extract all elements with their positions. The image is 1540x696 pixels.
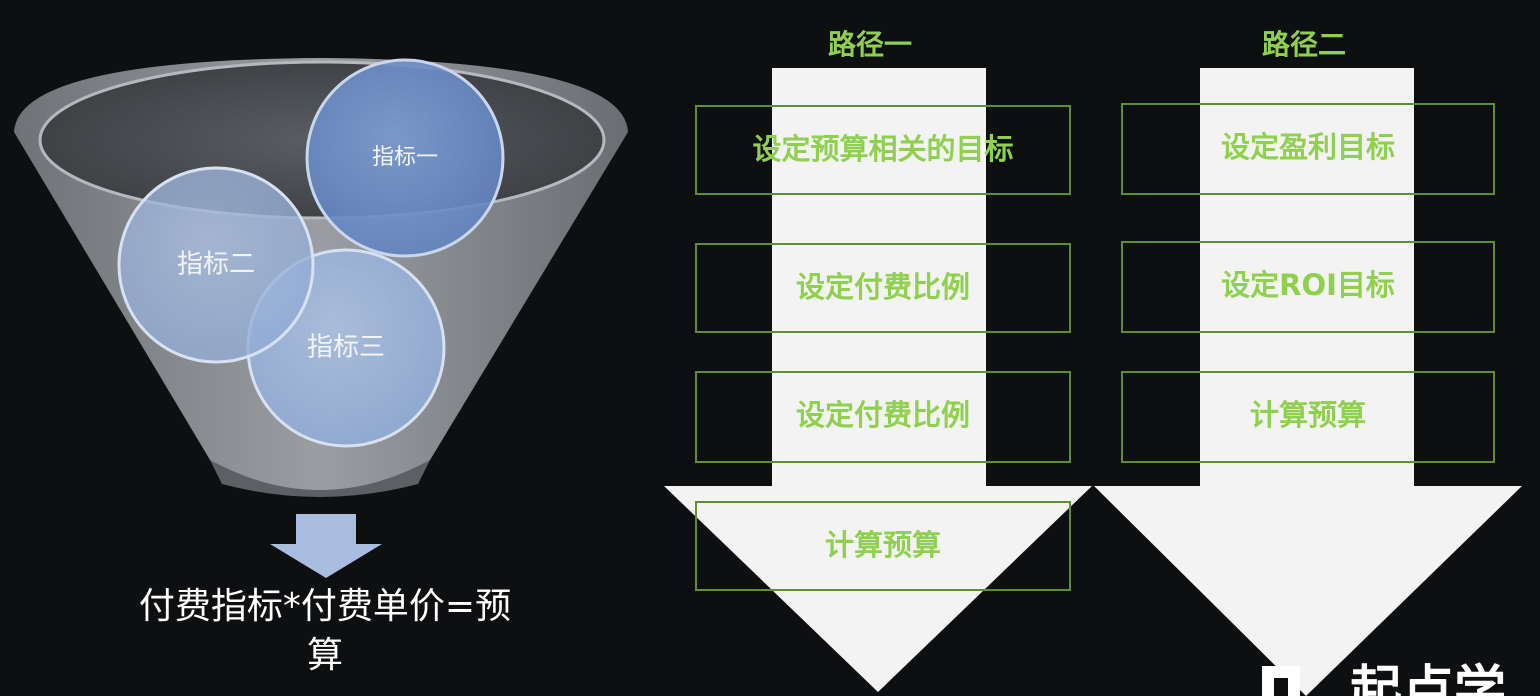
path-one-step-1-label: 设定预算相关的目标 — [752, 132, 1013, 166]
path-one-step-2-label: 设定付费比例 — [796, 270, 970, 304]
indicator-circle-1: 指标一 — [305, 58, 505, 258]
down-arrow-icon — [270, 514, 382, 578]
path-one-title: 路径一 — [828, 28, 912, 61]
indicator-label-2: 指标二 — [177, 250, 255, 280]
path-two-step-2-label: 设定ROI目标 — [1221, 268, 1395, 302]
brand-watermark: 起点学 — [1262, 661, 1506, 696]
path-two-title: 路径二 — [1262, 28, 1346, 61]
path-two-step-1: 设定盈利目标 — [1121, 103, 1495, 195]
formula-line-2: 算 — [307, 635, 343, 676]
funnel-diagram: 指标一 指标三 指标二 — [14, 58, 628, 497]
indicator-label-3: 指标三 — [307, 333, 385, 363]
path-two-step-3-label: 计算预算 — [1250, 398, 1366, 432]
path-two-step-3: 计算预算 — [1121, 371, 1495, 463]
brand-name: 起点学 — [1350, 661, 1506, 696]
path-one: 路径一 设定预算相关的目标 设定付费比例 设定付费比例 计算预算 — [664, 28, 1092, 692]
indicator-label-1: 指标一 — [372, 145, 438, 170]
brand-logo-icon — [1262, 666, 1300, 696]
funnel-spout — [210, 460, 430, 497]
path-one-step-3: 设定付费比例 — [695, 371, 1071, 463]
path-one-step-4: 计算预算 — [695, 501, 1071, 591]
indicator-circle-2: 指标二 — [117, 166, 315, 364]
path-one-step-1: 设定预算相关的目标 — [695, 105, 1071, 195]
path-two-step-2: 设定ROI目标 — [1121, 241, 1495, 333]
path-one-step-4-label: 计算预算 — [825, 528, 941, 562]
formula-line-1: 付费指标*付费单价=预 — [139, 586, 511, 627]
path-two: 路径二 设定盈利目标 设定ROI目标 计算预算 — [1094, 28, 1522, 696]
path-one-arrow — [664, 68, 1092, 692]
path-two-arrow — [1094, 68, 1522, 696]
path-two-step-1-label: 设定盈利目标 — [1221, 130, 1395, 164]
path-one-step-2: 设定付费比例 — [695, 243, 1071, 333]
path-one-step-3-label: 设定付费比例 — [796, 398, 970, 432]
